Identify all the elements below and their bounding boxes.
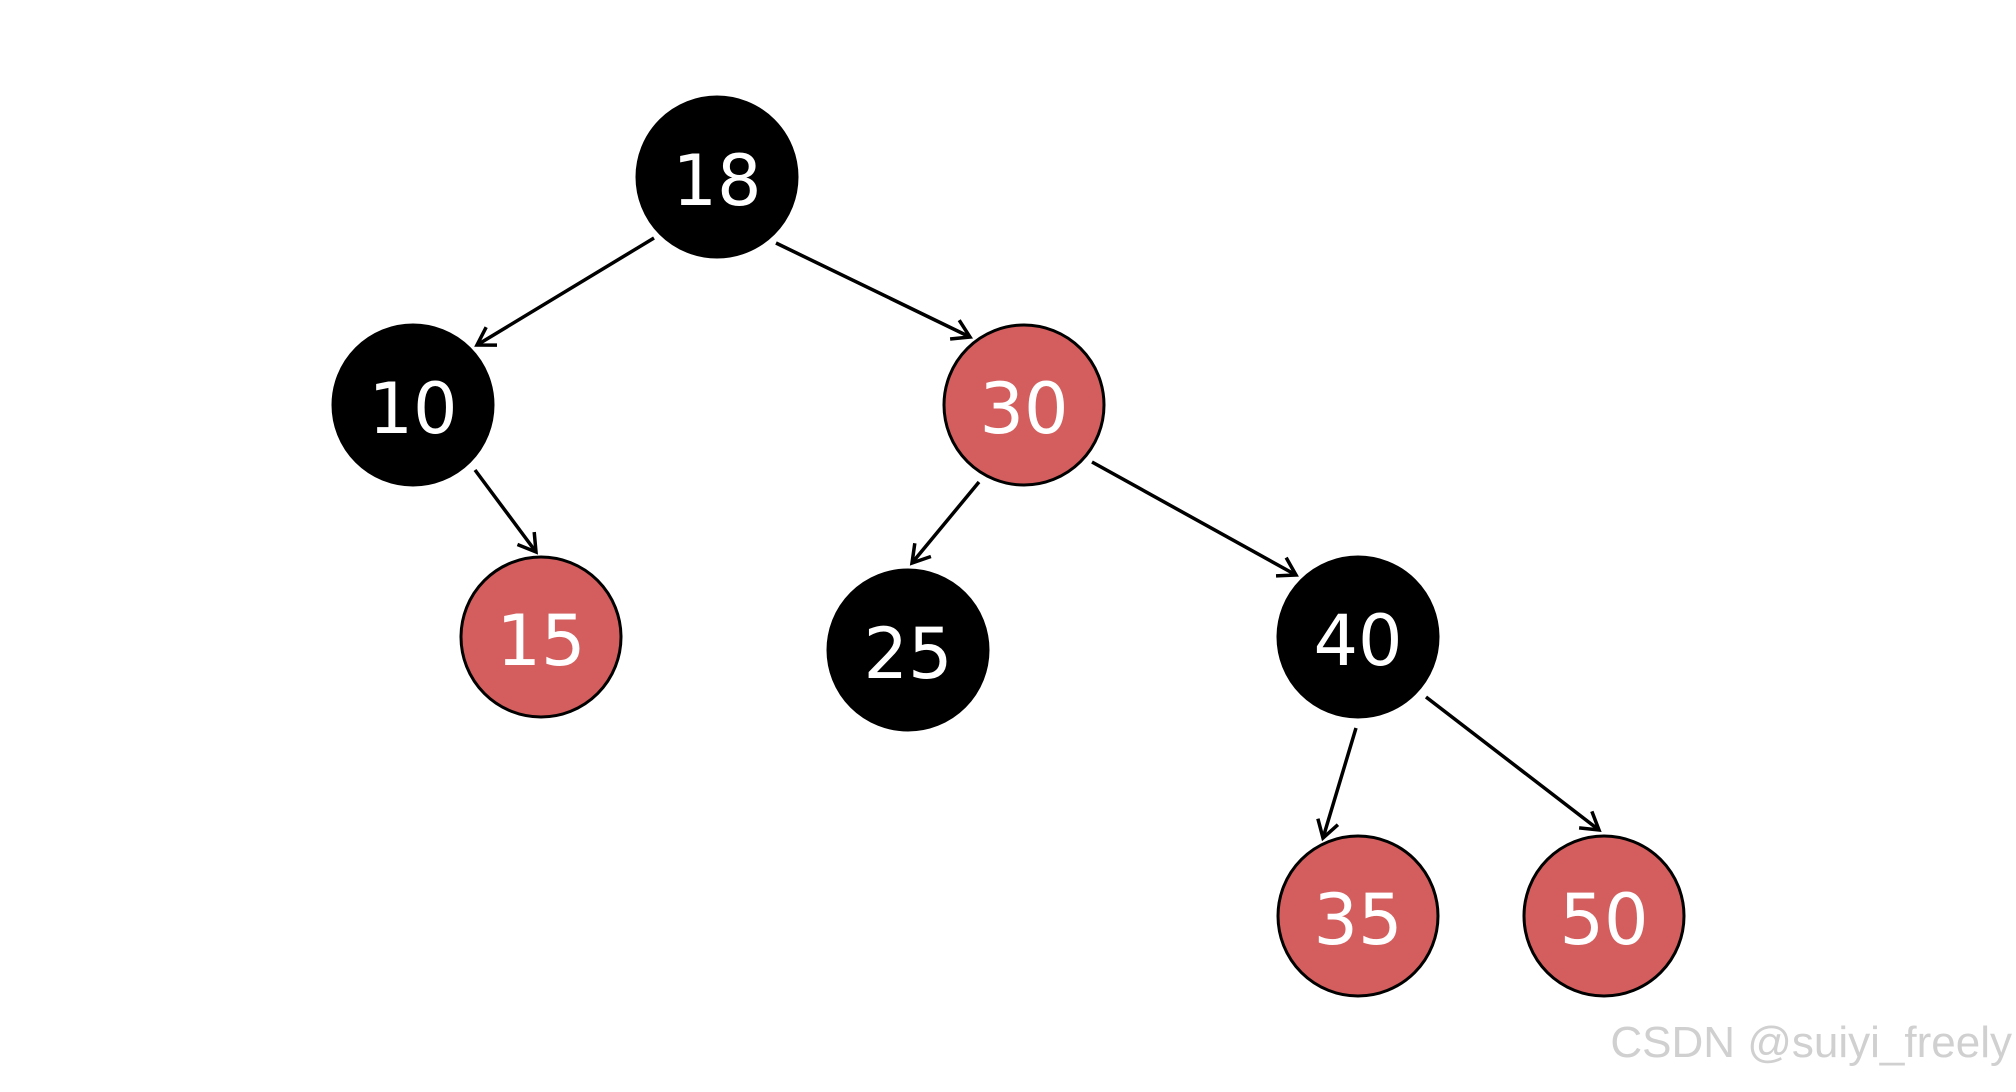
edge-10-to-15 bbox=[473, 468, 538, 555]
arrowhead-icon bbox=[1578, 810, 1602, 833]
watermark: CSDN @suiyi_freely bbox=[1610, 1018, 2012, 1067]
arrowhead-icon bbox=[909, 542, 932, 566]
black-node-circle bbox=[635, 95, 799, 259]
node-40: 40 bbox=[1276, 555, 1440, 719]
edge-line bbox=[1321, 727, 1358, 839]
node-15: 15 bbox=[459, 555, 623, 719]
node-label: 15 bbox=[496, 600, 585, 682]
edges-layer bbox=[473, 236, 1602, 842]
node-18: 18 bbox=[635, 95, 799, 259]
nodes-layer: 18 10 30 15 25 40 35 50 bbox=[331, 95, 1686, 998]
arrowhead-icon bbox=[474, 326, 498, 347]
edge-line bbox=[1091, 460, 1297, 577]
node-label: 10 bbox=[368, 368, 457, 450]
node-label: 25 bbox=[863, 613, 952, 695]
node-30: 30 bbox=[942, 323, 1106, 487]
node-label: 35 bbox=[1313, 879, 1402, 961]
node-10: 10 bbox=[331, 323, 495, 487]
edge-line bbox=[910, 480, 981, 565]
node-label: 40 bbox=[1313, 600, 1402, 682]
node-label: 18 bbox=[672, 140, 761, 222]
red-node-circle bbox=[1522, 834, 1686, 998]
node-25: 25 bbox=[826, 568, 990, 732]
arrowhead-icon bbox=[1275, 556, 1299, 578]
black-node-circle bbox=[1276, 555, 1440, 719]
edge-18-to-10 bbox=[474, 236, 655, 347]
arrowhead-icon bbox=[516, 531, 538, 555]
edge-40-to-35 bbox=[1316, 727, 1358, 842]
red-node-circle bbox=[1276, 834, 1440, 998]
red-node-circle bbox=[942, 323, 1106, 487]
node-label: 30 bbox=[979, 368, 1068, 450]
red-node-circle bbox=[459, 555, 623, 719]
edge-40-to-50 bbox=[1424, 695, 1602, 833]
arrowhead-icon bbox=[949, 319, 974, 341]
arrowhead-icon bbox=[1316, 818, 1340, 842]
node-35: 35 bbox=[1276, 834, 1440, 998]
edge-line bbox=[473, 468, 538, 554]
black-node-circle bbox=[331, 323, 495, 487]
node-label: 50 bbox=[1559, 879, 1648, 961]
edge-line bbox=[476, 236, 655, 347]
node-50: 50 bbox=[1522, 834, 1686, 998]
edge-30-to-40 bbox=[1091, 460, 1299, 578]
edge-line bbox=[775, 241, 971, 339]
edge-30-to-25 bbox=[909, 480, 981, 566]
black-node-circle bbox=[826, 568, 990, 732]
edge-18-to-30 bbox=[775, 241, 974, 341]
edge-line bbox=[1424, 695, 1601, 832]
